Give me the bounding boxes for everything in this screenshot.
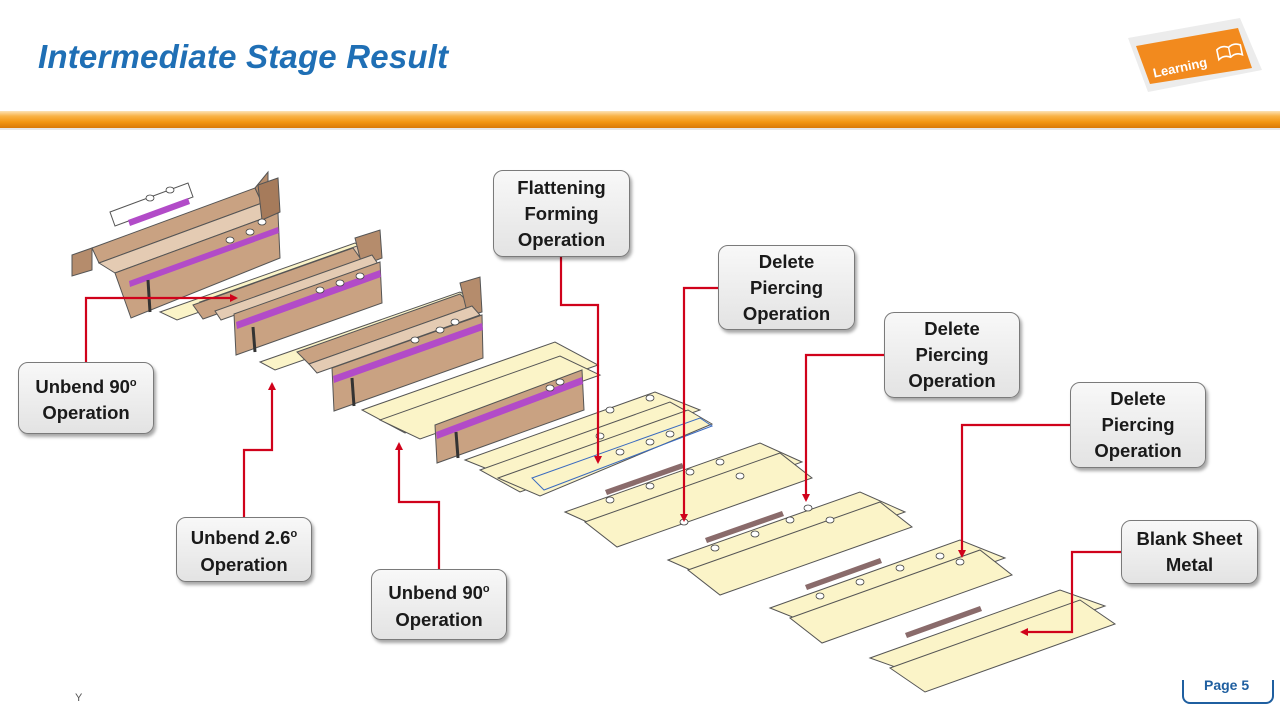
pierced-hole — [855, 578, 865, 586]
pierced-hole — [735, 472, 745, 480]
stage-part-7 — [666, 491, 914, 596]
pierced-hole — [245, 228, 255, 236]
page-badge — [1182, 680, 1274, 704]
stage-part-1 — [71, 170, 281, 319]
open-book-icon — [1215, 43, 1244, 62]
pierced-hole — [605, 496, 615, 504]
arrow-delete3 — [958, 423, 1070, 558]
pierced-hole — [435, 326, 445, 334]
stage-part-5 — [463, 391, 714, 497]
pierced-hole — [225, 236, 235, 244]
arrow-unbend26 — [242, 382, 276, 518]
arrow-delete1 — [680, 286, 718, 522]
page-number: Page 5 — [1204, 677, 1250, 693]
pierced-hole — [165, 186, 175, 194]
page-title: Intermediate Stage Result — [38, 38, 449, 75]
pierced-hole — [685, 468, 695, 476]
stage-part-9 — [868, 589, 1117, 693]
callout-unbend-90-bottom: Unbend 90o Operation — [371, 569, 507, 640]
arrow-delete2 — [802, 353, 884, 502]
corner-mark: Y — [75, 692, 83, 704]
callout-delete-piercing-3: Delete Piercing Operation — [1070, 382, 1206, 468]
pierced-hole — [555, 378, 565, 386]
pierced-hole — [955, 558, 965, 566]
pierced-hole — [750, 530, 760, 538]
pierced-hole — [450, 318, 460, 326]
callout-flattening-forming: Flattening Forming Operation — [493, 170, 630, 257]
callout-unbend-90-left: Unbend 90o Operation — [18, 362, 154, 434]
pierced-hole — [145, 194, 155, 202]
arrow-blank — [1020, 550, 1121, 636]
pierced-hole — [410, 336, 420, 344]
pierced-hole — [710, 544, 720, 552]
arrow-unbend90-left — [84, 294, 238, 362]
pierced-hole — [645, 482, 655, 490]
arrow-unbend90-bottom — [395, 442, 441, 570]
pierced-hole — [665, 430, 675, 438]
pierced-hole — [645, 438, 655, 446]
pierced-hole — [803, 504, 813, 512]
header-bar — [0, 111, 1280, 128]
learning-logo: Learning — [1128, 18, 1262, 92]
callout-unbend-2-6: Unbend 2.6o Operation — [176, 517, 312, 582]
callout-blank-sheet-metal: Blank Sheet Metal — [1121, 520, 1258, 584]
leader-arrows — [84, 257, 1121, 636]
pierced-hole — [715, 458, 725, 466]
pierced-hole — [785, 516, 795, 524]
pierced-hole — [935, 552, 945, 560]
pierced-hole — [825, 516, 835, 524]
pierced-hole — [615, 448, 625, 456]
pierced-hole — [815, 592, 825, 600]
stage-part-8 — [768, 539, 1014, 644]
pierced-hole — [605, 406, 615, 414]
arrow-flattening — [559, 257, 602, 464]
pierced-hole — [545, 384, 555, 392]
header-bar-shadow — [0, 128, 1280, 130]
pierced-hole — [895, 564, 905, 572]
callout-delete-piercing-2: Delete Piercing Operation — [884, 312, 1020, 398]
pierced-hole — [257, 218, 267, 226]
callout-delete-piercing-1: Delete Piercing Operation — [718, 245, 855, 330]
pierced-hole — [645, 394, 655, 402]
pierced-hole — [315, 286, 325, 294]
stage-part-3 — [258, 276, 484, 412]
pierced-hole — [335, 279, 345, 287]
pierced-hole — [355, 272, 365, 280]
